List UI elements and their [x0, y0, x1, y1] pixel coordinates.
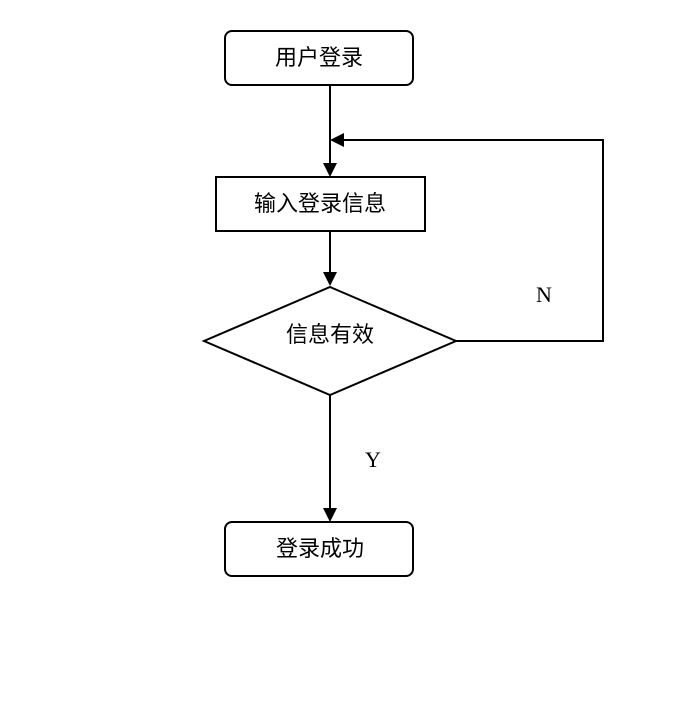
edge-label-yes: Y: [365, 447, 381, 472]
input-node-box: [215, 176, 426, 232]
input-node: 输入登录信息: [215, 176, 426, 232]
input-node-label: 输入登录信息: [254, 192, 386, 217]
arrowhead-input-to-decision: [323, 272, 337, 286]
arrowhead-no-loop: [330, 133, 344, 147]
start-node: 用户登录: [224, 30, 414, 86]
connector-no-loop: [344, 139, 604, 342]
start-node-label: 用户登录: [275, 46, 363, 71]
arrowhead-start-to-input: [323, 163, 337, 177]
end-node: 登录成功: [224, 521, 414, 577]
edge-label-no: N: [536, 282, 552, 307]
start-node-box: [224, 30, 414, 86]
arrowhead-yes: [323, 508, 337, 522]
end-node-box: [224, 521, 414, 577]
end-node-label: 登录成功: [276, 537, 364, 562]
decision-node-label: 信息有效: [286, 323, 374, 348]
decision-node: 信息有效: [201, 285, 459, 397]
